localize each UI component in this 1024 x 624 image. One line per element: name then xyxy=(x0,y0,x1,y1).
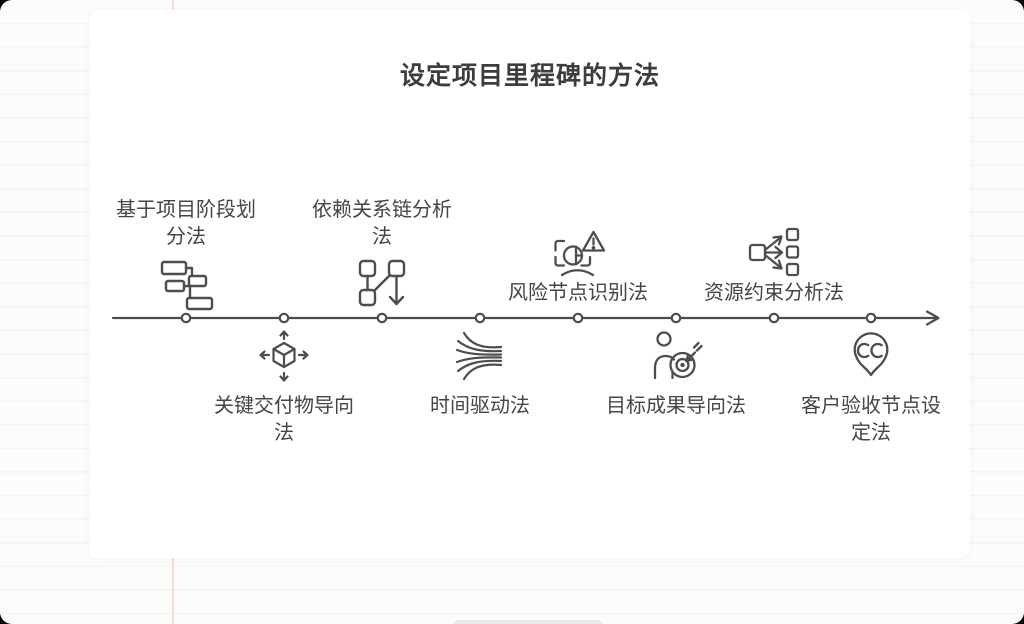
customer-acceptance-pin-icon xyxy=(845,328,897,384)
milestone-time-driven: 时间驱动法 xyxy=(395,328,565,420)
milestone-label: 目标成果导向法 xyxy=(606,395,746,417)
bottom-handle-pill xyxy=(453,620,603,624)
goal-target-icon xyxy=(649,328,703,384)
diagram-card xyxy=(90,10,970,558)
phase-division-icon xyxy=(158,256,214,312)
deliverable-cube-icon xyxy=(258,328,310,384)
risk-alert-icon xyxy=(551,224,605,280)
milestone-goal-oriented: 目标成果导向法 xyxy=(591,328,761,420)
dependency-chain-icon xyxy=(358,256,406,312)
time-flow-icon xyxy=(454,328,506,384)
milestone-key-deliverable: 关键交付物导向法 xyxy=(199,328,369,447)
milestone-label: 资源约束分析法 xyxy=(704,282,844,304)
milestone-label: 关键交付物导向法 xyxy=(214,395,354,444)
resource-allocation-icon xyxy=(748,224,800,280)
milestone-dependency-chain: 依赖关系链分析法 xyxy=(297,197,467,312)
milestone-label: 基于项目阶段划分法 xyxy=(116,199,256,248)
milestone-resource-constraint: 资源约束分析法 xyxy=(689,224,859,312)
milestone-risk-node: 风险节点识别法 xyxy=(493,224,663,312)
milestone-label: 时间驱动法 xyxy=(430,395,530,417)
milestone-label: 风险节点识别法 xyxy=(508,282,648,304)
milestone-customer-acceptance: 客户验收节点设定法 xyxy=(786,328,956,447)
milestone-phase-division: 基于项目阶段划分法 xyxy=(101,197,271,312)
page-title: 设定项目里程碑的方法 xyxy=(399,62,660,90)
milestone-label: 依赖关系链分析法 xyxy=(312,199,452,248)
milestone-label: 客户验收节点设定法 xyxy=(801,395,941,444)
